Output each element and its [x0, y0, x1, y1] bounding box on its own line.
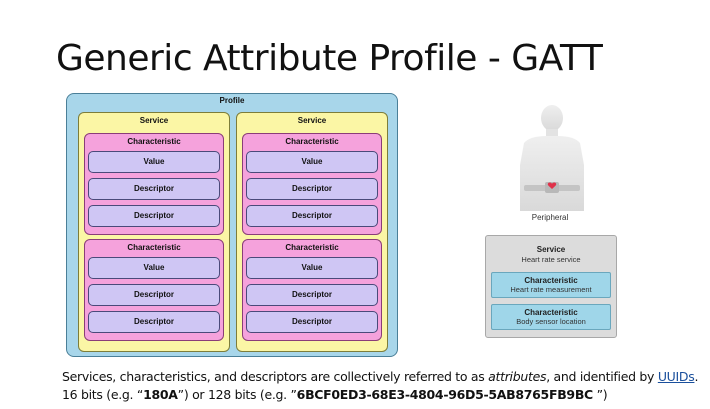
caption-line-2: 16 bits (e.g. “180A”) or 128 bits (e.g. …	[62, 386, 707, 404]
descriptor-box: Descriptor	[88, 178, 220, 200]
service-label: Service	[297, 116, 327, 125]
caption-text: .	[694, 369, 699, 384]
peripheral-torso-icon	[520, 105, 584, 211]
characteristic-label: Characteristic	[285, 137, 339, 146]
service-box: Service Characteristic Value Descriptor …	[78, 112, 230, 352]
characteristic-label: Characteristic	[127, 137, 181, 146]
peripheral-label: Peripheral	[531, 213, 569, 222]
value-box: Value	[246, 151, 378, 173]
caption-text: Services, characteristics, and descripto…	[62, 369, 489, 384]
profile-label: Profile	[219, 96, 245, 105]
example-characteristic-subtitle: Body sensor location	[516, 317, 586, 326]
example-characteristic-title: Characteristic	[524, 276, 578, 285]
characteristic-box: Characteristic Value Descriptor Descript…	[84, 239, 224, 341]
characteristic-box: Characteristic Value Descriptor Descript…	[242, 239, 382, 341]
heart-icon	[547, 182, 557, 189]
characteristic-label: Characteristic	[285, 243, 339, 252]
descriptor-box: Descriptor	[246, 284, 378, 306]
value-box: Value	[88, 257, 220, 279]
caption-line-1: Services, characteristics, and descripto…	[62, 368, 707, 386]
value-box: Value	[88, 151, 220, 173]
long-uuid-example: 6BCF0ED3-68E3-4804-96D5-5AB8765FB9BC	[296, 387, 594, 402]
service-box: Service Characteristic Value Descriptor …	[236, 112, 388, 352]
caption-text: , and identified by	[546, 369, 658, 384]
example-characteristic-box: Characteristic Heart rate measurement	[491, 272, 611, 298]
example-service-title: Service	[536, 245, 566, 254]
caption: Services, characteristics, and descripto…	[62, 368, 707, 404]
value-box: Value	[246, 257, 378, 279]
example-characteristic-box: Characteristic Body sensor location	[491, 304, 611, 330]
profile-box: Profile Service Characteristic Value Des…	[66, 93, 398, 357]
caption-text: ”) or 128 bits (e.g. ”	[177, 387, 297, 402]
characteristic-box: Characteristic Value Descriptor Descript…	[242, 133, 382, 235]
heart-rate-service-box: Service Heart rate service Characteristi…	[485, 235, 617, 338]
example-characteristic-subtitle: Heart rate measurement	[510, 285, 592, 294]
uuids-link[interactable]: UUIDs	[657, 369, 695, 384]
short-uuid-example: 180A	[143, 387, 178, 402]
characteristic-label: Characteristic	[127, 243, 181, 252]
descriptor-box: Descriptor	[246, 205, 378, 227]
example-characteristic-title: Characteristic	[524, 308, 578, 317]
caption-emphasis: attributes	[488, 369, 547, 384]
service-label: Service	[139, 116, 169, 125]
caption-text: 16 bits (e.g. “	[62, 387, 144, 402]
descriptor-box: Descriptor	[246, 311, 378, 333]
descriptor-box: Descriptor	[246, 178, 378, 200]
descriptor-box: Descriptor	[88, 284, 220, 306]
page-title: Generic Attribute Profile - GATT	[56, 38, 603, 79]
characteristic-box: Characteristic Value Descriptor Descript…	[84, 133, 224, 235]
descriptor-box: Descriptor	[88, 205, 220, 227]
caption-text: ”)	[592, 387, 608, 402]
example-service-subtitle: Heart rate service	[521, 255, 581, 264]
descriptor-box: Descriptor	[88, 311, 220, 333]
